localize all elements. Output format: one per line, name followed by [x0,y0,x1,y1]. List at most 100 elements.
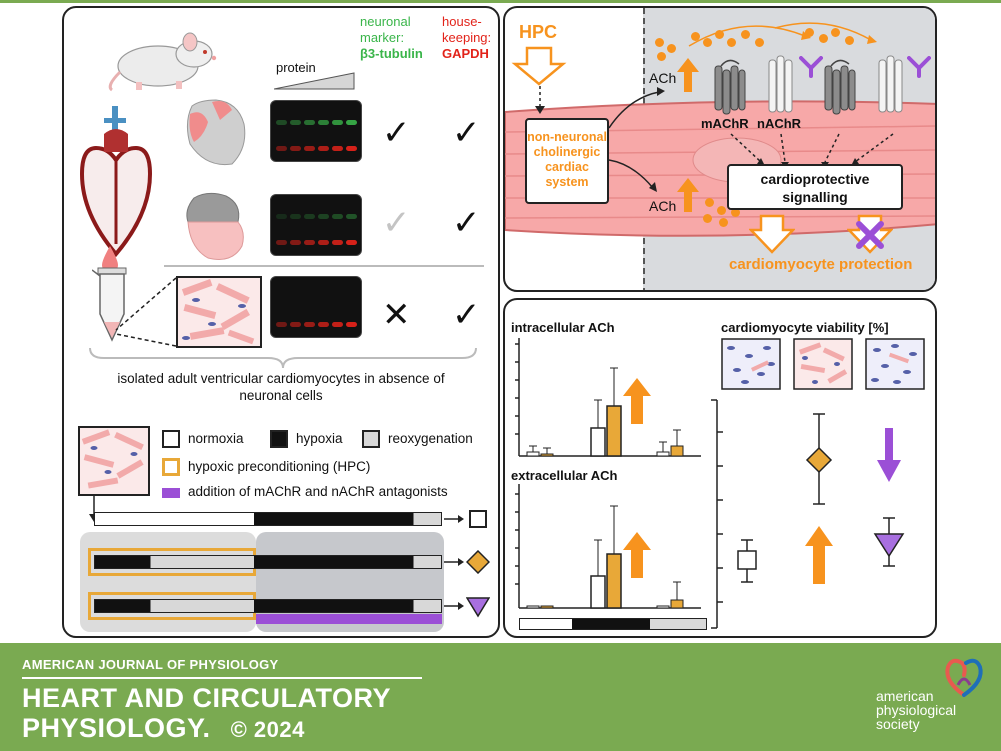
blot-band-red [276,240,287,245]
footer-copyright: © 2024 [230,717,305,742]
chart-timeline [519,618,707,630]
legend-hpc-label: hypoxic preconditioning (HPC) [188,459,371,474]
blot-band-green [276,214,287,219]
row-divider [164,265,484,267]
blot-band-green [346,120,357,125]
machr-receptor-2-icon [824,59,856,115]
blot-band-red [290,322,301,327]
cholinergic-system-box: non-neuronal cholinergic cardiac system [525,118,609,204]
blot-band-red [332,322,343,327]
panel-mechanism: HPC non-neuronal cholinergic cardiac sys… [503,6,937,292]
blot-band-red [346,240,357,245]
blot-band-green [304,120,315,125]
neuronal-marker-line2: marker: [360,30,405,45]
ach-molecule-icon [667,44,676,53]
housekeeping-line2: keeping: [442,30,492,45]
blocked-protection-arrow-icon [847,214,893,254]
legend-hpc-swatch [162,458,180,476]
zoom-lines [115,277,177,347]
ach-molecule-icon [691,32,700,41]
blot-band-green [290,214,301,219]
legend-antagonists-label: addition of mAChR and nAChR antagonists [188,484,448,499]
brace-icon [89,347,477,369]
housekeeping-line1: house- [442,14,482,29]
viability-micrograph-2 [793,338,853,390]
ach-increase-bottom-icon [677,178,699,212]
ach-molecule-icon [657,52,666,61]
blot-band-red [276,322,287,327]
perfused-heart-icon [79,106,153,258]
viability-micrograph-1 [721,338,781,390]
western-blot-row2 [270,194,362,256]
footer-title-line2-wrap: PHYSIOLOGY. © 2024 [22,713,305,744]
row2-neuronal-check: ✓ [382,203,411,243]
top-rule [0,0,1001,3]
blot-band-green [332,120,343,125]
antagonist-1-icon [799,56,823,78]
panel-results: intracellular ACh extracellular ACh card… [503,298,937,638]
ach-molecule-icon [703,38,712,47]
blot-band-green [304,214,315,219]
viability-title: cardiomyocyte viability [%] [721,320,889,335]
protein-label: protein [276,60,316,75]
heart-row2-icon [186,192,244,260]
blot-band-red [276,146,287,151]
machr-receptor-1-icon [714,59,746,115]
journal-footer: AMERICAN JOURNAL OF PHYSIOLOGY HEART AND… [0,643,1001,751]
blot-band-green [276,120,287,125]
aps-logo-icon [945,658,983,697]
legend-normoxia-swatch [162,430,180,448]
society-name: american physiological society [876,689,956,731]
ach-molecule-icon [717,206,726,215]
nachr-receptor-1-icon [768,55,793,113]
machr-label: mAChR [701,116,749,131]
protection-arrow-icon [749,214,795,254]
society-line1: american [876,688,934,704]
legend-hypoxia-swatch [270,430,288,448]
blot-band-green [346,214,357,219]
legend-hypoxia-label: hypoxia [296,431,343,446]
ach-top-label: ACh [649,70,677,86]
system-line4: system [545,175,589,189]
blot-band-red [346,322,357,327]
journal-line: AMERICAN JOURNAL OF PHYSIOLOGY [22,657,279,672]
timeline-antagonist-result-triangle [466,597,490,618]
system-line2: cholinergic [533,145,601,159]
timeline-control-arrow [444,515,464,523]
row1-neuronal-check: ✓ [382,113,411,153]
test-tube-icon [92,267,127,342]
blot-band-red [332,146,343,151]
society-line3: society [876,716,920,732]
blot-band-red [304,240,315,245]
timeline-hpc-arrow [444,558,464,566]
footer-rule [22,677,422,679]
blot-band-red [318,322,329,327]
blot-band-red [346,146,357,151]
timeline-control [94,512,442,526]
ach-increase-top-icon [677,58,699,92]
nachr-receptor-2-icon [878,55,903,113]
cardiomyocyte-caption: isolated adult ventricular cardiomyocyte… [64,370,498,404]
intracellular-ach-chart [515,338,701,457]
ach-molecule-icon [755,38,764,47]
ach-molecule-icon [715,30,724,39]
legend-micrograph [78,426,150,496]
western-blot-row3 [270,276,362,338]
ach-molecule-icon [831,28,840,37]
timeline-hpc-antagonist [94,599,442,613]
blot-band-green [318,120,329,125]
blot-band-red [318,240,329,245]
ach-molecule-icon [819,34,828,43]
ach-molecule-icon [703,214,712,223]
release-arrows-icon [609,87,665,192]
ach-molecule-icon [705,198,714,207]
cardiomyocyte-micrograph [176,276,262,348]
viability-chart [711,399,905,629]
timeline-hpc-result-diamond [466,550,490,574]
ach-bottom-label: ACh [649,198,677,214]
ach-molecule-icon [845,36,854,45]
cardioprotective-signalling-box: cardioprotective signalling [727,164,903,210]
blot-band-red [304,146,315,151]
housekeeping-name: GAPDH [442,46,489,61]
heart-row1-icon [186,99,246,166]
